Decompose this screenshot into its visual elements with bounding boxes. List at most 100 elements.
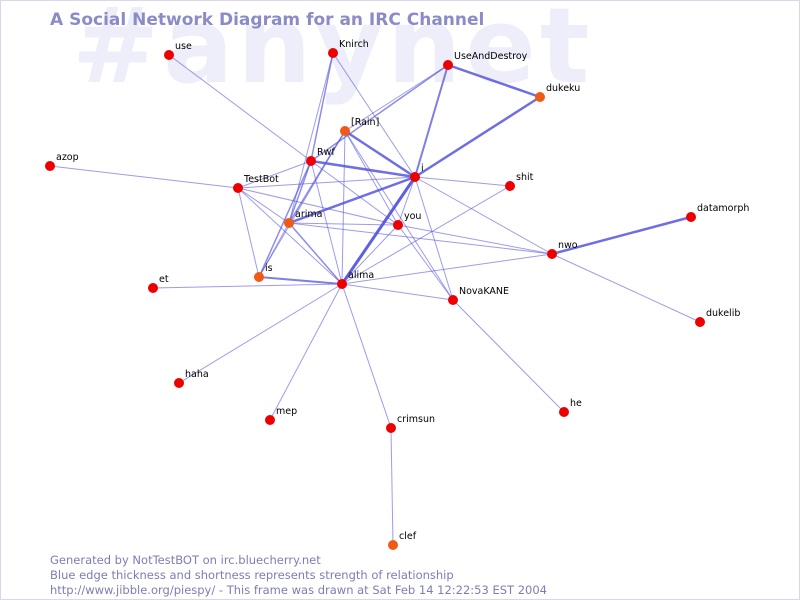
edge-TestBot-is [237,187,260,278]
node-i: i [410,163,424,182]
footer-generated-by: Generated by NotTestBOT on irc.bluecherr… [50,553,321,567]
node-label: alima [348,270,374,281]
node-dot [547,249,557,259]
node-label: UseAndDestroy [454,51,528,62]
node-dot [443,60,453,70]
node-nwo: nwo [547,240,578,259]
edge-Knirch-i [332,52,416,178]
edge-haha-alima [178,283,343,384]
node-dot [254,272,264,282]
node-label: is [265,263,273,274]
node-Rain: [Rain] [340,117,379,136]
edge-Rwf-is [258,160,312,278]
edge-alima-NovaKANE [341,283,454,301]
node-label: dukelib [706,308,740,319]
node-label: Rwf [317,147,335,158]
edge-crimsun-alima [341,283,392,429]
edge-Rwf-arima [288,160,312,224]
node-dot [410,172,420,182]
node-dot [306,156,316,166]
edge-nwo-dukelib [551,253,701,323]
node-UseAndDestroy: UseAndDestroy [443,51,528,70]
node-dot [505,181,515,191]
edge-alima-i [340,175,417,286]
node-dot [328,48,338,58]
node-et: et [148,274,169,293]
node-label: nwo [558,240,578,251]
node-dot [164,50,174,60]
edge-Knirch-Rwf [310,52,334,162]
node-label: Knirch [339,39,369,50]
node-dot [174,378,184,388]
node-label: shit [516,172,534,183]
node-label: et [159,274,169,285]
node-dot [386,423,396,433]
node-TestBot: TestBot [233,174,279,193]
node-crimsun: crimsun [386,414,435,433]
edge-i-you [397,176,416,226]
node-Knirch: Knirch [328,39,369,58]
node-arima: arima [284,209,322,228]
node-dot [233,183,243,193]
node-label: azop [56,152,79,163]
node-label: datamorph [697,203,749,214]
node-label: mep [276,406,297,417]
node-azop: azop [45,152,79,171]
node-label: dukeku [546,83,580,94]
edge-is-alima [258,276,343,285]
node-mep: mep [265,406,297,425]
node-dot [695,317,705,327]
edge-alima-nwo [341,253,553,285]
edge-TestBot-alima [237,187,343,285]
edge-use-Rwf [168,54,312,162]
edge-TestBot-you [237,187,399,226]
edge-Knirch-arima [288,52,334,224]
node-dot [284,218,294,228]
edge-you-nwo [397,224,553,255]
edge-Rain-you [344,130,399,226]
node-dukeku: dukeku [535,83,580,102]
node-NovaKANE: NovaKANE [448,286,509,305]
edge-UseAndDestroy-dukeku [446,63,542,99]
node-use: use [164,41,192,60]
node-dot [559,407,569,417]
edge-you-NovaKANE [397,224,454,301]
edge-arima-you [288,222,399,226]
node-clef: clef [388,531,417,550]
edge-i-NovaKANE [414,176,454,301]
node-dukelib: dukelib [695,308,740,327]
node-label: clef [399,531,417,542]
node-he: he [559,398,582,417]
node-dot [535,92,545,102]
edge-TestBot-Rwf [237,160,312,189]
node-dot [388,540,398,550]
node-dot [448,295,458,305]
node-dot [340,126,350,136]
node-label: arima [295,209,322,220]
edge-TestBot-i [237,176,416,189]
node-dot [45,161,55,171]
node-label: crimsun [397,414,435,425]
edge-clef-crimsun [390,427,394,546]
node-label: you [404,211,421,222]
node-label: haha [185,369,209,380]
node-haha: haha [174,369,209,388]
node-label: use [175,41,192,52]
node-alima: alima [337,270,374,289]
edge-Rain-NovaKANE [344,130,454,301]
footer: Generated by NotTestBOT on irc.bluecherr… [50,553,547,598]
edge-Rain-i [343,129,417,179]
edge-Rwf-i [309,159,417,179]
edge-i-shit [414,176,511,187]
edge-et-alima [152,283,343,289]
footer-legend-note: Blue edge thickness and shortness repres… [50,568,454,582]
footer-source-timestamp: http://www.jibble.org/piespy/ - This fra… [50,583,547,597]
edge-Rwf-alima [310,160,343,285]
edge-dukeku-i [413,95,542,179]
node-is: is [254,263,273,282]
edge-UseAndDestroy-Rain [344,64,449,132]
edge-layer [49,52,701,546]
edge-mep-alima [269,283,343,421]
node-dot [337,279,347,289]
node-label: he [570,398,582,409]
